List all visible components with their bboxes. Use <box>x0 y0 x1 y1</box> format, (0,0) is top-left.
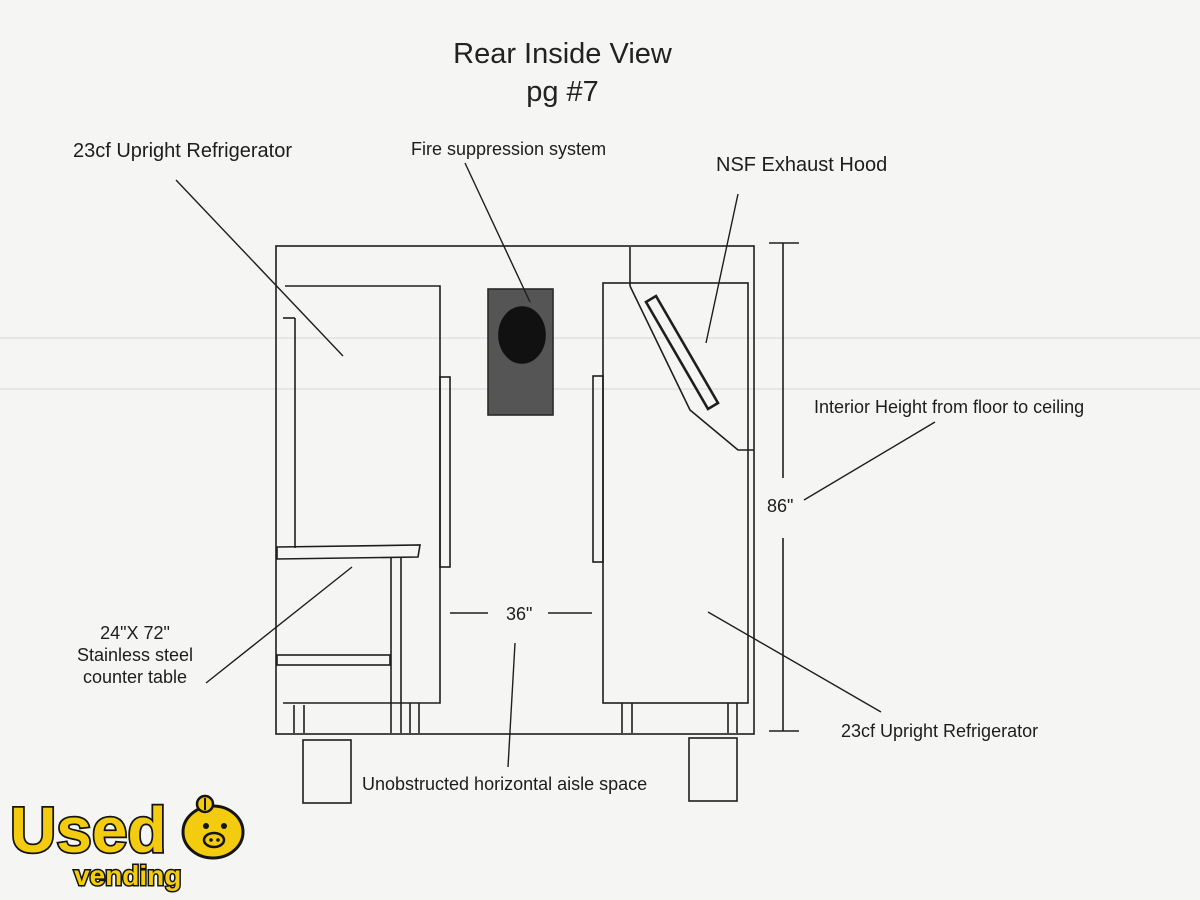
fire-suppression-unit <box>487 288 554 416</box>
left-refrigerator <box>283 285 451 704</box>
label-counter-table: 24"X 72" Stainless steel counter table <box>60 622 210 688</box>
leader-lines <box>175 162 936 768</box>
height-dimension <box>769 242 799 732</box>
label-aisle-space: Unobstructed horizontal aisle space <box>362 774 648 794</box>
label-left-refrigerator: 23cf Upright Refrigerator <box>73 140 292 162</box>
exhaust-hood <box>629 247 754 451</box>
logo-word-used: Used <box>10 794 167 866</box>
logo-word-vending: vending <box>74 860 181 891</box>
label-exhaust-hood: NSF Exhaust Hood <box>716 154 888 176</box>
label-aisle-width: 36" <box>506 604 533 624</box>
label-table-desc-2: counter table <box>82 667 188 687</box>
logo-graphic: Used vending <box>8 792 245 893</box>
right-refrigerator <box>592 282 749 733</box>
page-number: pg #7 <box>526 76 599 108</box>
label-table-size: 24"X 72" <box>100 623 170 643</box>
used-vending-logo: Used vending <box>8 790 258 895</box>
counter-table <box>276 544 421 733</box>
floor-block-left <box>302 739 352 804</box>
floor-block-right <box>688 737 738 802</box>
piggy-bank-icon <box>181 794 245 860</box>
diagram-title: Rear Inside View <box>453 38 672 70</box>
interior-wall-outline <box>275 245 755 735</box>
label-table-desc-1: Stainless steel <box>76 645 194 665</box>
label-interior-height: Interior Height from floor to ceiling <box>814 397 1085 417</box>
label-right-refrigerator: 23cf Upright Refrigerator <box>841 721 1039 741</box>
label-height-value: 86" <box>767 496 794 516</box>
label-fire-suppression: Fire suppression system <box>411 139 607 159</box>
